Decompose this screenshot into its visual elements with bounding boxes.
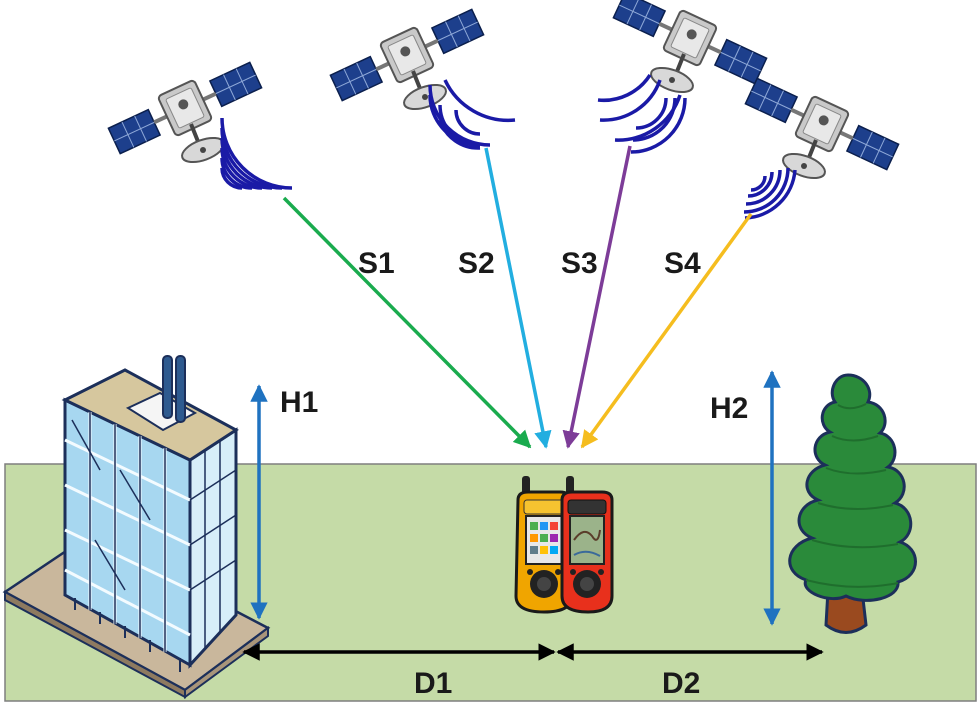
label-d1: D1	[414, 667, 452, 700]
label-s2: S2	[458, 247, 495, 280]
signal-waves-1-icon	[220, 117, 293, 190]
gps-receiver-yellow-icon	[514, 476, 574, 614]
label-s1: S1	[358, 247, 395, 280]
satellite-3-icon	[608, 0, 772, 99]
signal-s2-arrow	[484, 147, 552, 449]
signal-waves-4-icon	[743, 167, 797, 220]
signal-s3-arrow	[562, 145, 632, 449]
label-s4: S4	[664, 247, 701, 280]
satellite-4-icon	[740, 69, 904, 185]
satellite-1-icon	[103, 53, 267, 169]
signal-waves-2-icon	[428, 79, 516, 150]
gps-receiver-red-icon	[560, 476, 614, 614]
signal-s4-arrow	[580, 212, 753, 449]
signal-s1-arrow	[282, 196, 532, 449]
tree-icon	[788, 373, 917, 634]
signal-waves-3-icon	[597, 74, 687, 154]
label-h2: H2	[710, 392, 748, 425]
building-icon	[2, 355, 271, 699]
label-d2: D2	[662, 667, 700, 700]
label-s3: S3	[561, 247, 598, 280]
label-h1: H1	[280, 386, 318, 419]
satellite-2-icon	[325, 0, 489, 116]
